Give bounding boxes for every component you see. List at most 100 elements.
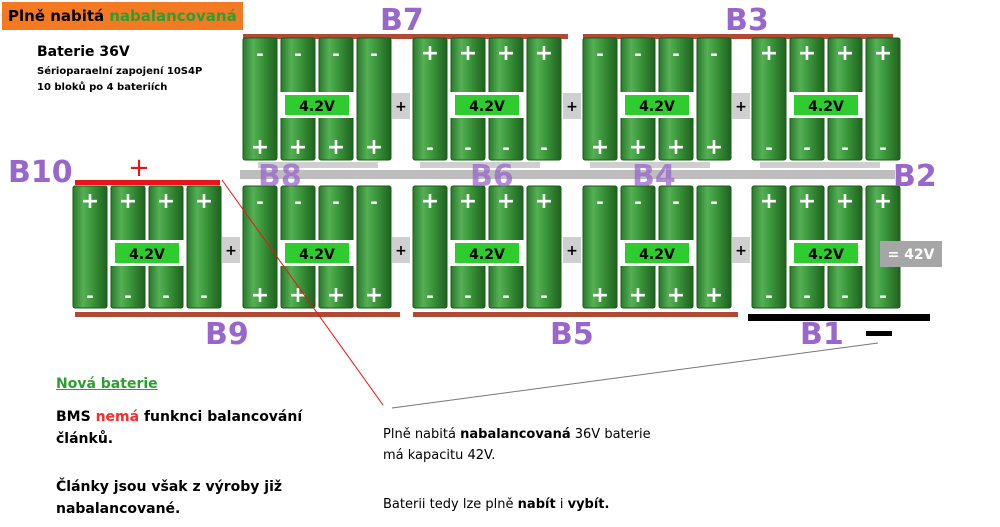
cell-B10-3 bbox=[186, 185, 222, 309]
cell-bottom-sign-B9-0: + bbox=[251, 283, 269, 308]
cell-bottom-sign-B3-0: + bbox=[591, 135, 609, 160]
interconnect-a bbox=[258, 162, 378, 168]
cell-B7-3 bbox=[356, 37, 392, 161]
cell-B5-0 bbox=[582, 185, 618, 309]
cell-bottom-sign-B9-1: + bbox=[289, 283, 307, 308]
cell-B6-3 bbox=[526, 37, 562, 161]
voltage-bg-B3 bbox=[625, 95, 689, 115]
voltage-label-B6: 4.2V bbox=[469, 99, 505, 115]
cell-B3-3 bbox=[696, 37, 732, 161]
cell-bottom-sign-B6-0: - bbox=[426, 138, 433, 159]
voltage-bg-B2 bbox=[794, 95, 858, 115]
cell-bottom-sign-B7-3: + bbox=[365, 135, 383, 160]
label-b10: B10 bbox=[8, 155, 73, 190]
cell-bottom-sign-B9-3: + bbox=[365, 283, 383, 308]
series-connector-sign-3: + bbox=[225, 243, 237, 259]
cell-bottom-sign-B2-2: - bbox=[841, 138, 848, 159]
cell-bottom-sign-B2-1: - bbox=[803, 138, 810, 159]
bus-bottom-b9 bbox=[75, 312, 400, 317]
series-connector-5 bbox=[563, 237, 581, 263]
cell-top-sign-B5-3: - bbox=[710, 192, 717, 213]
cell-bottom-sign-B8-2: - bbox=[502, 286, 509, 307]
cell-top-sign-B2-3: + bbox=[874, 41, 892, 66]
cell-B9-0 bbox=[242, 185, 278, 309]
cell-bottom-sign-B7-0: + bbox=[251, 135, 269, 160]
cell-top-sign-B2-1: + bbox=[798, 41, 816, 66]
cell-bottom-sign-B3-1: + bbox=[629, 135, 647, 160]
cell-top-sign-B7-3: - bbox=[370, 44, 377, 65]
bms-note-red: nemá bbox=[95, 409, 140, 425]
cell-top-sign-B8-1: + bbox=[459, 189, 477, 214]
capacity-note-post: 36V baterie bbox=[574, 427, 651, 442]
cell-top-sign-B1-1: + bbox=[798, 189, 816, 214]
cell-bottom-sign-B6-3: - bbox=[540, 138, 547, 159]
cell-B5-3 bbox=[696, 185, 732, 309]
capacity-note: Plně nabitá nabalancovaná 36V baterie má… bbox=[383, 424, 651, 466]
voltage-bg-B10 bbox=[115, 243, 179, 263]
series-connector-6 bbox=[732, 237, 750, 263]
voltage-bg-B5 bbox=[625, 243, 689, 263]
series-connector-2 bbox=[732, 93, 750, 119]
cell-bottom-sign-B3-3: + bbox=[705, 135, 723, 160]
bms-note-post: funknci balancování článků. bbox=[56, 409, 303, 447]
cell-bottom-sign-B5-2: + bbox=[667, 283, 685, 308]
bus-bottom-b5 bbox=[413, 312, 738, 317]
cell-bottom-sign-B1-0: - bbox=[765, 286, 772, 307]
series-connector-sign-5: + bbox=[566, 243, 578, 259]
capacity-note-bold: nabalancovaná bbox=[460, 427, 571, 442]
bms-note-pre: BMS bbox=[56, 409, 91, 425]
cell-B7-0 bbox=[242, 37, 278, 161]
charge-note-discharge: vybít. bbox=[567, 497, 610, 512]
charge-note: Baterii tedy lze plně nabít i vybít. bbox=[383, 494, 609, 515]
label-b3: B3 bbox=[725, 3, 769, 38]
voltage-label-B8: 4.2V bbox=[469, 247, 505, 263]
cell-top-sign-B6-1: + bbox=[459, 41, 477, 66]
interconnect-d bbox=[760, 162, 880, 168]
bms-note: BMS nemá funknci balancování článků. bbox=[56, 406, 316, 450]
voltage-label-B2: 4.2V bbox=[808, 99, 844, 115]
series-connector-0 bbox=[392, 93, 410, 119]
new-battery-title: Nová baterie bbox=[56, 376, 158, 392]
row-interconnect bbox=[240, 170, 895, 179]
label-b8: B8 bbox=[258, 159, 302, 194]
cell-top-sign-B10-0: + bbox=[81, 189, 99, 214]
charge-note-pre: Baterii tedy lze plně bbox=[383, 497, 514, 512]
label-b2: B2 bbox=[893, 159, 937, 194]
voltage-bg-B6 bbox=[455, 95, 519, 115]
cell-bottom-sign-B1-1: - bbox=[803, 286, 810, 307]
plus-pointer-line bbox=[221, 179, 384, 406]
cell-B6-0 bbox=[412, 37, 448, 161]
series-connector-sign-4: + bbox=[395, 243, 407, 259]
cell-B8-0 bbox=[412, 185, 448, 309]
label-b1: B1 bbox=[800, 317, 844, 352]
cell-top-sign-B9-0: - bbox=[256, 192, 263, 213]
label-b9: B9 bbox=[205, 317, 249, 352]
label-b5: B5 bbox=[550, 317, 594, 352]
cell-bottom-sign-B7-1: + bbox=[289, 135, 307, 160]
block-description: 10 bloků po 4 bateriích bbox=[37, 82, 168, 93]
cell-B9-3 bbox=[356, 185, 392, 309]
cell-bottom-sign-B1-3: - bbox=[879, 286, 886, 307]
cell-top-sign-B8-3: + bbox=[535, 189, 553, 214]
cell-bottom-sign-B5-1: + bbox=[629, 283, 647, 308]
series-connector-sign-1: + bbox=[566, 99, 578, 115]
voltage-label-B1: 4.2V bbox=[808, 247, 844, 263]
cell-top-sign-B10-1: + bbox=[119, 189, 137, 214]
voltage-bg-B1 bbox=[794, 243, 858, 263]
cell-bottom-sign-B10-1: - bbox=[124, 286, 131, 307]
cell-top-sign-B10-3: + bbox=[195, 189, 213, 214]
cell-bottom-sign-B7-2: + bbox=[327, 135, 345, 160]
cell-top-sign-B6-3: + bbox=[535, 41, 553, 66]
cell-top-sign-B5-1: - bbox=[634, 192, 641, 213]
cell-bottom-sign-B9-2: + bbox=[327, 283, 345, 308]
voltage-label-B10: 4.2V bbox=[129, 247, 165, 263]
voltage-bg-B9 bbox=[285, 243, 349, 263]
connection-type: Sérioparaelní zapojení 10S4P bbox=[37, 66, 203, 77]
charge-note-and: i bbox=[559, 497, 564, 512]
bus-b10-plus bbox=[75, 180, 220, 185]
charge-note-charge: nabít bbox=[517, 497, 556, 512]
cell-top-sign-B10-2: + bbox=[157, 189, 175, 214]
label-b6: B6 bbox=[470, 159, 514, 194]
interconnect-c bbox=[590, 162, 710, 168]
cell-top-sign-B3-3: - bbox=[710, 44, 717, 65]
